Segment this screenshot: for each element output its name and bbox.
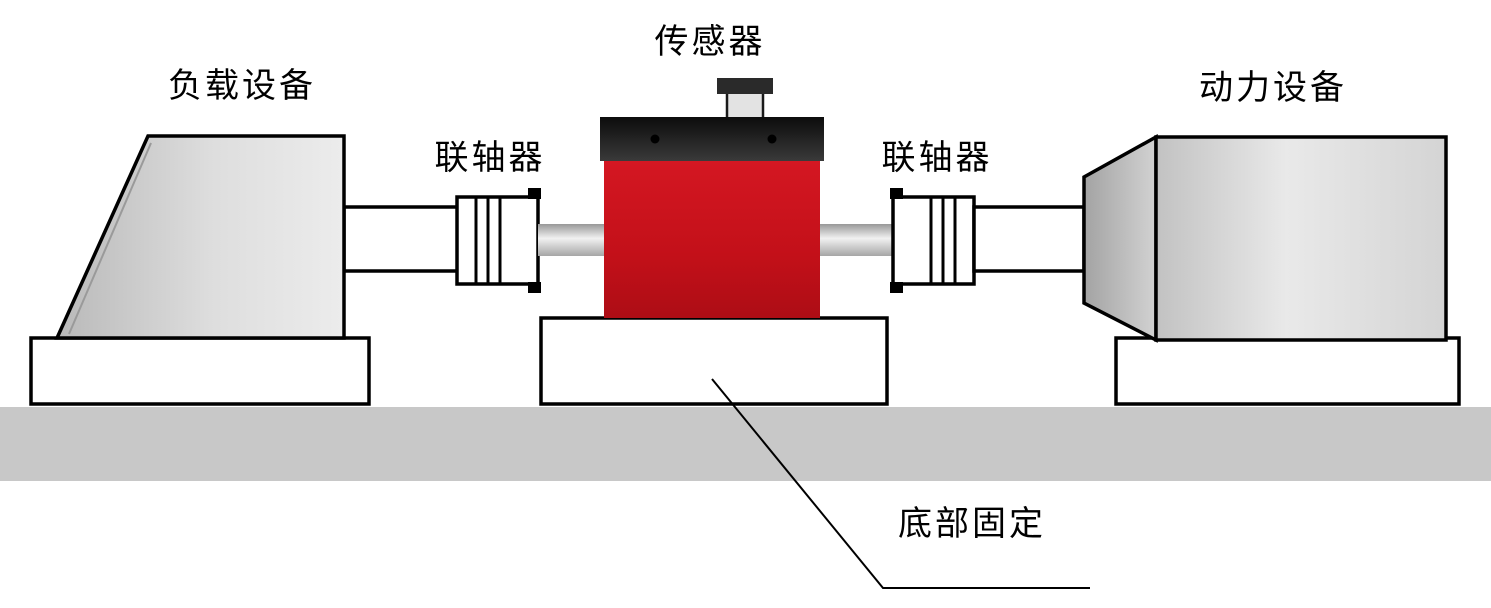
ground	[0, 407, 1491, 481]
label-coupling-left: 联轴器	[434, 140, 546, 177]
sensor-connector-cap	[717, 78, 773, 94]
label-load-device: 负载设备	[168, 68, 316, 105]
sensor-screw-right	[767, 134, 777, 144]
label-sensor: 传感器	[654, 24, 766, 61]
power-device-base	[1114, 336, 1461, 406]
label-power-device: 动力设备	[1199, 70, 1347, 107]
load-device-body	[54, 134, 346, 340]
coupling-right	[891, 195, 976, 286]
load-device-edge-highlight	[68, 142, 152, 335]
power-device-body	[1154, 135, 1448, 342]
coupling-left	[455, 195, 540, 286]
sensor-shaft-left	[538, 224, 605, 256]
power-device-cone	[1082, 134, 1158, 343]
load-device-shaft	[342, 205, 462, 273]
sensor-screw-left	[650, 134, 660, 144]
sensor-connector-stem	[725, 90, 765, 121]
sensor-top-band	[600, 117, 824, 161]
coupling-left-tab-top	[528, 188, 541, 199]
sensor-body	[604, 161, 820, 318]
label-coupling-right: 联轴器	[881, 140, 993, 177]
load-device-base	[29, 336, 371, 406]
coupling-left-tab-bottom	[528, 282, 541, 293]
power-device-shaft	[972, 205, 1086, 273]
label-bottom-fixed: 底部固定	[898, 506, 1046, 543]
sensor-shaft-right	[820, 224, 894, 256]
bottom-fixed-leader-line	[711, 378, 1090, 589]
sensor-base	[539, 316, 889, 406]
coupling-right-tab-bottom	[890, 282, 903, 293]
coupling-right-tab-top	[890, 188, 903, 199]
